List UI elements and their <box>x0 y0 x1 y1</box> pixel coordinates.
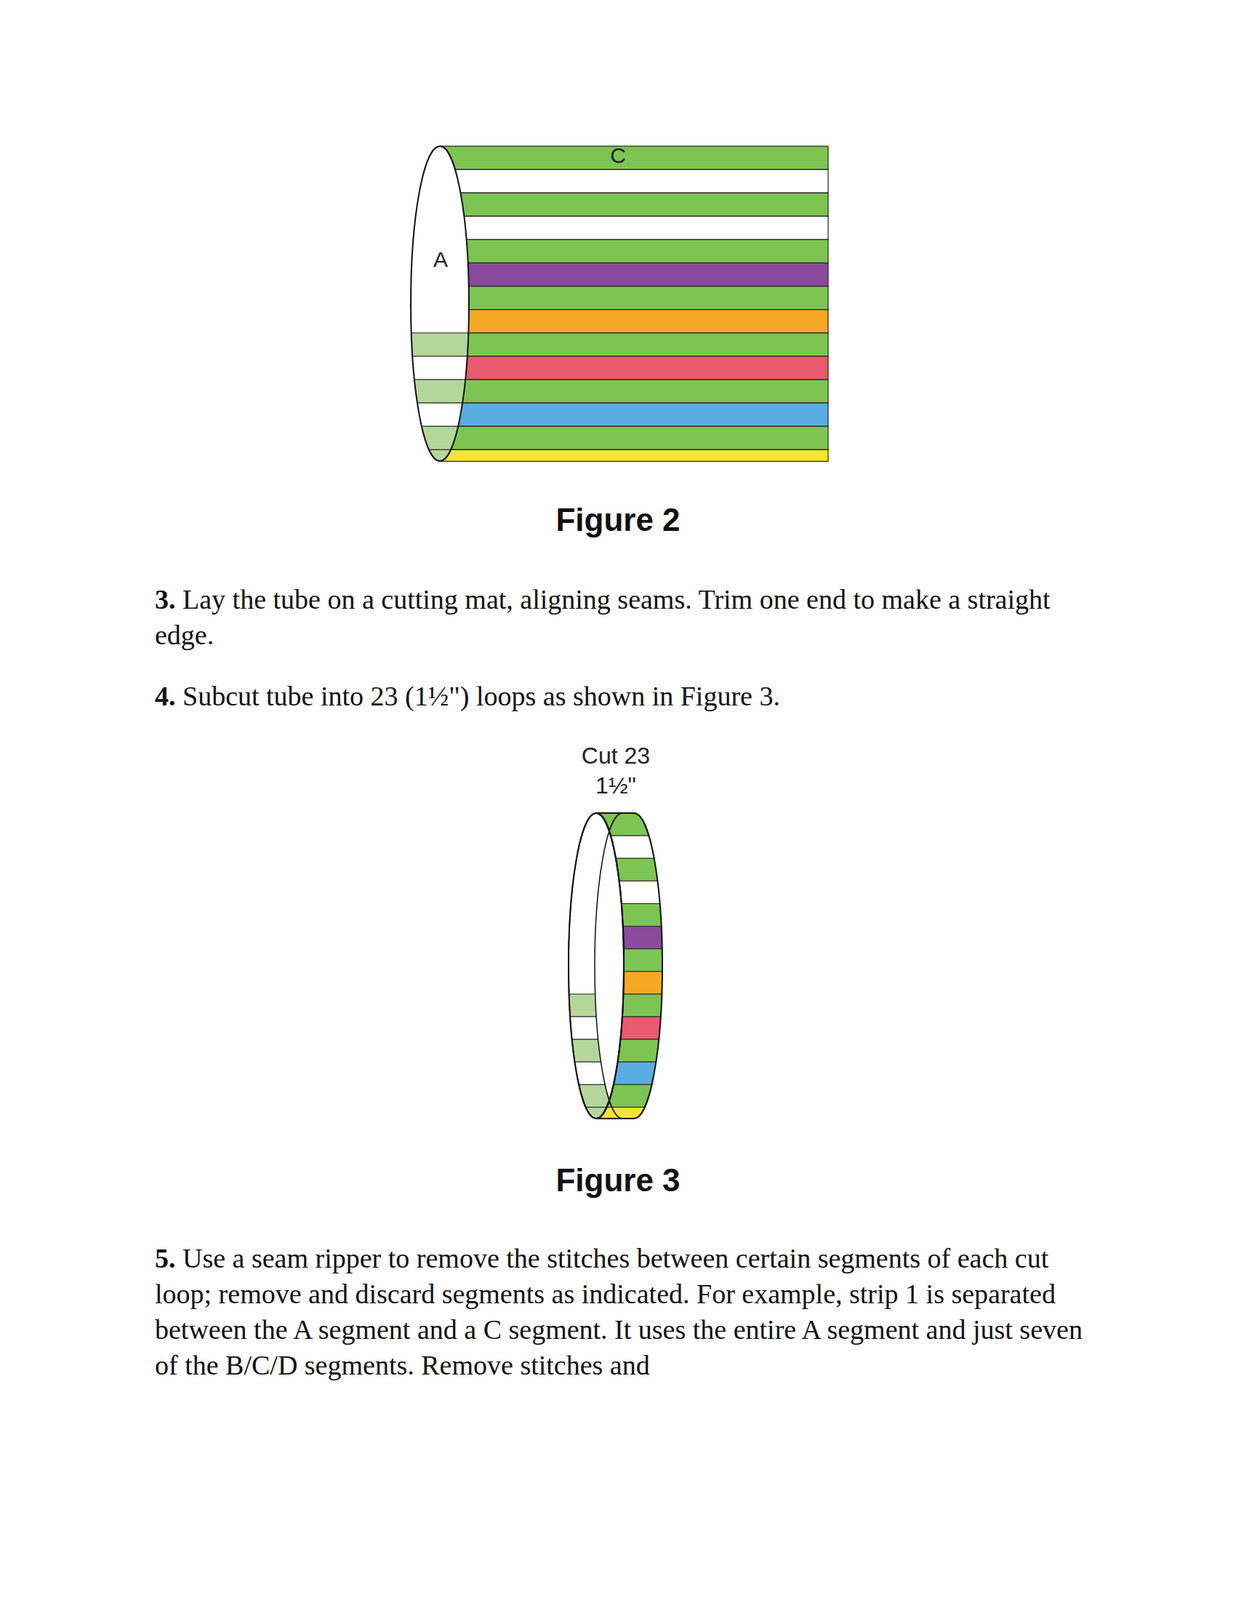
step-number: 4. <box>154 680 176 712</box>
strip-label: C <box>610 143 626 168</box>
strip-tube <box>409 146 829 473</box>
loop-segment <box>592 971 666 994</box>
figure-caption: Figure 3 <box>555 1161 680 1198</box>
step-text: Subcut tube into 23 (1½") loops as shown… <box>182 680 781 712</box>
loop-segment <box>592 1038 666 1062</box>
fabric-strip <box>439 356 829 380</box>
fabric-strip <box>439 192 829 216</box>
inner-strip <box>409 426 471 450</box>
text-block: 3. Lay the tube on a cutting mat, aligni… <box>154 581 1101 653</box>
loop-segment <box>592 812 666 836</box>
loop-segment <box>592 993 666 1017</box>
step-text: Lay the tube on a cutting mat, aligning … <box>154 583 1051 650</box>
loop-segment <box>592 926 666 949</box>
loop-segment <box>592 1016 666 1039</box>
fabric-strip <box>439 169 829 193</box>
loop-segment <box>592 880 666 904</box>
text-block: Cut 23 <box>506 742 725 770</box>
fabric-strip <box>439 309 829 333</box>
fabric-strip <box>439 286 829 310</box>
text-block: Figure 2 <box>472 501 764 539</box>
fabric-strip <box>439 426 829 450</box>
loop-inner-edge <box>568 812 623 1119</box>
inner-strip <box>409 332 471 357</box>
loop-front-edge <box>596 812 663 1119</box>
fabric-strip <box>439 379 829 403</box>
fabric-strip <box>439 402 829 427</box>
text-block: 4. Subcut tube into 23 (1½") loops as sh… <box>154 678 1101 714</box>
fabric-strip <box>439 215 829 240</box>
figure-caption: Figure 2 <box>555 501 680 538</box>
cut-count: Cut 23 <box>581 742 650 769</box>
dimension: 1½" <box>595 772 637 799</box>
loop-segment <box>592 948 666 972</box>
inner-strip <box>409 356 471 380</box>
fabric-strip <box>439 332 829 357</box>
text-block: 1½" <box>506 772 725 800</box>
loop-segment <box>592 903 666 926</box>
step-text: Use a seam ripper to remove the stitches… <box>154 1242 1083 1380</box>
loop-segment <box>592 1084 666 1107</box>
inner-strip <box>409 379 471 403</box>
fabric-strip <box>439 239 829 263</box>
cut-loop <box>567 812 666 1130</box>
text-block: 5. Use a seam ripper to remove the stitc… <box>154 1240 1093 1383</box>
fabric-strip <box>439 146 829 170</box>
step-number: 5. <box>154 1242 176 1274</box>
text-block: Figure 3 <box>472 1161 764 1199</box>
text-block: A <box>426 247 456 272</box>
step-number: 3. <box>154 583 176 615</box>
strip-label: A <box>433 247 448 272</box>
text-block: C <box>603 143 633 168</box>
fabric-strip <box>439 449 829 461</box>
tube-outline <box>410 146 469 461</box>
fabric-strip <box>439 263 829 287</box>
